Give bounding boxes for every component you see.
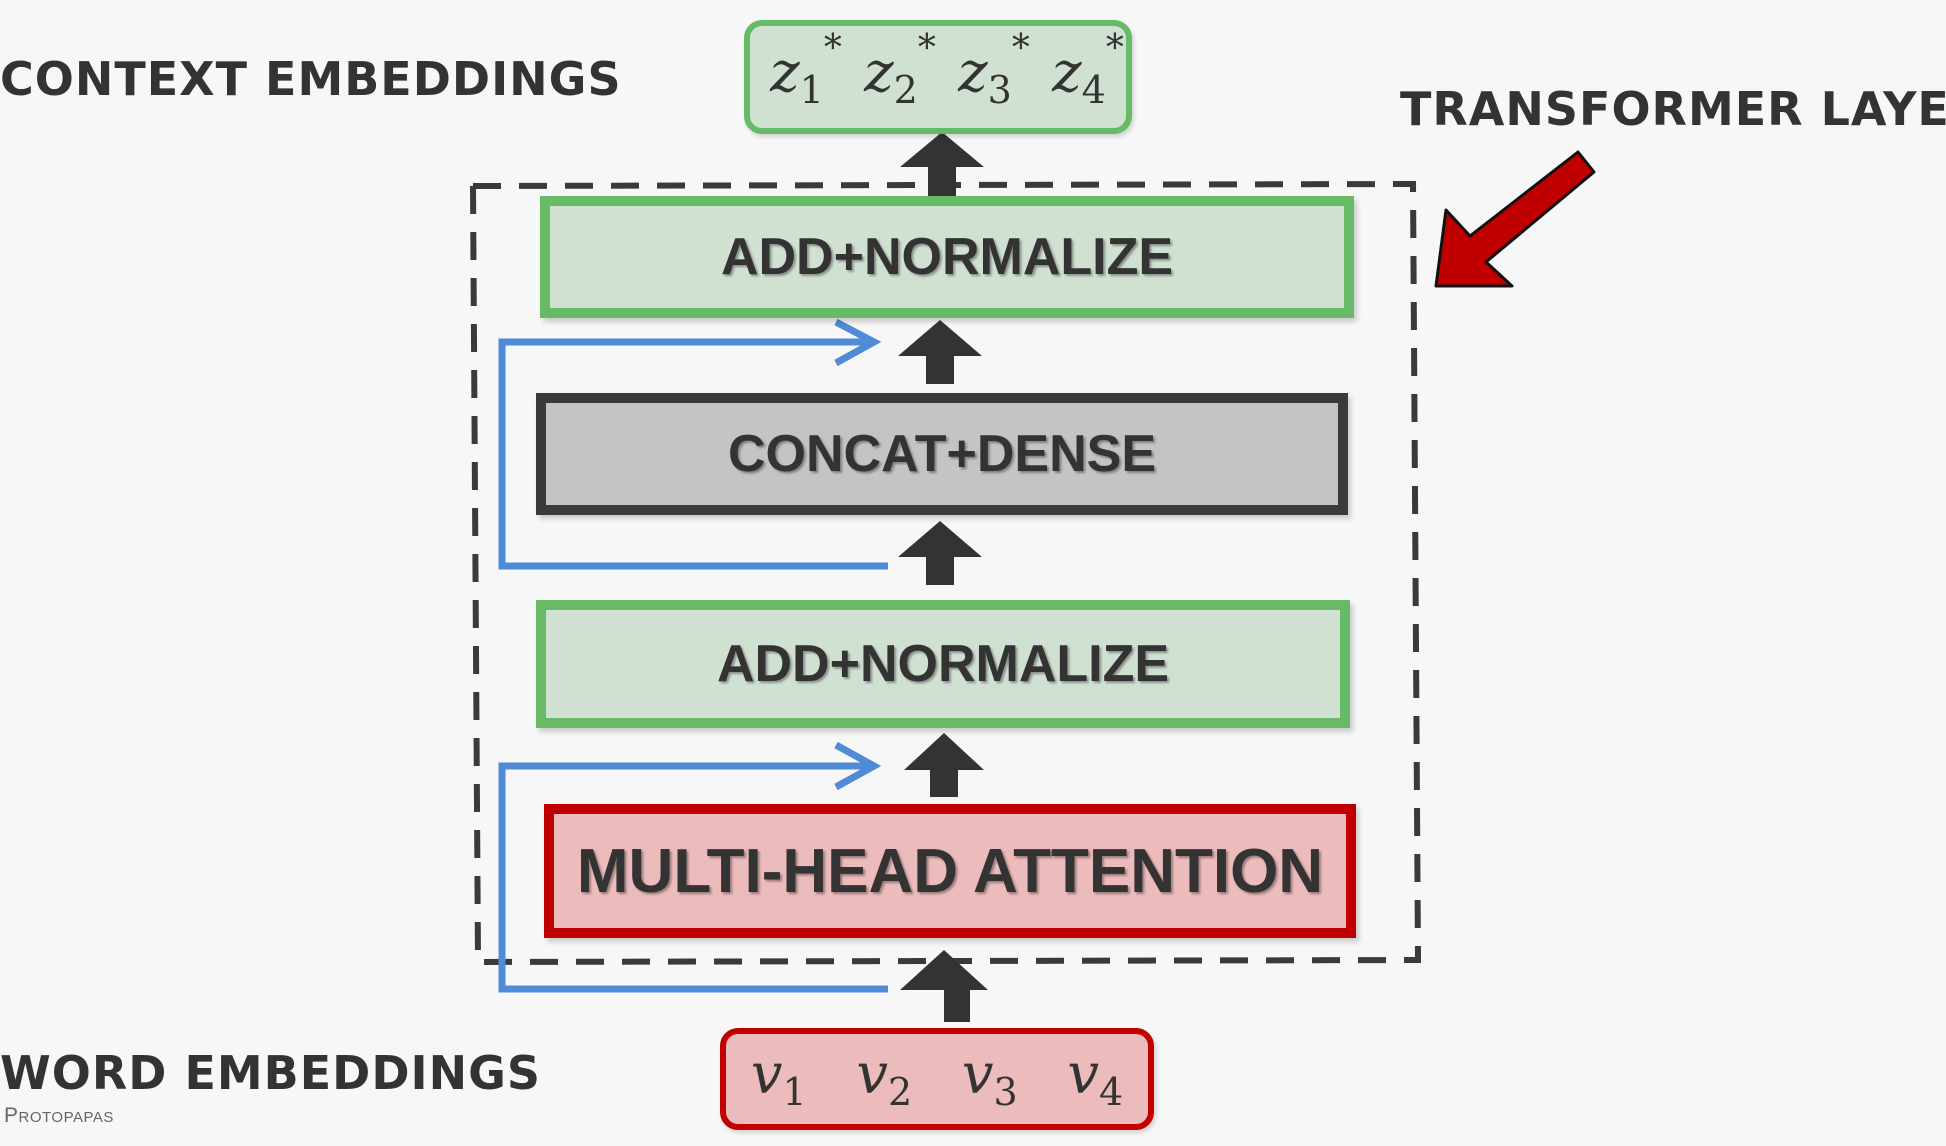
skip-connection-upper bbox=[498, 338, 888, 570]
skip-arrowhead-lower bbox=[834, 741, 882, 791]
word-embeddings-label: WORD EMBEDDINGS bbox=[0, 1046, 542, 1100]
add-normalize-top-block: ADD+NORMALIZE bbox=[540, 196, 1354, 318]
transformer-pointer-arrow bbox=[1434, 150, 1596, 288]
word-embeddings-box: v1 v2 v3 v4 bbox=[720, 1028, 1154, 1130]
author-footer: Protopapas bbox=[4, 1104, 114, 1127]
input-token: v1 bbox=[750, 1042, 807, 1114]
arrow-attention-to-norm bbox=[904, 733, 984, 797]
output-token: z2* bbox=[864, 28, 936, 112]
arrow-dense-to-norm bbox=[898, 320, 982, 384]
multi-head-attention-block: MULTI-HEAD ATTENTION bbox=[544, 804, 1356, 938]
input-token: v4 bbox=[1067, 1042, 1124, 1114]
flow-arrows bbox=[898, 132, 988, 1022]
output-token: z3* bbox=[958, 28, 1030, 112]
transformer-layer-boundary bbox=[469, 180, 1422, 966]
transformer-layer-label: TRANSFORMER LAYER bbox=[1400, 82, 1946, 136]
concat-dense-block: CONCAT+DENSE bbox=[536, 393, 1348, 515]
arrow-norm-to-output bbox=[900, 132, 984, 196]
output-token: z1* bbox=[770, 28, 842, 112]
output-token: z4* bbox=[1052, 28, 1124, 112]
skip-connection-lower bbox=[498, 762, 888, 993]
context-embeddings-box: z1* z2* z3* z4* bbox=[744, 20, 1132, 134]
skip-arrowhead-upper bbox=[834, 318, 882, 367]
add-normalize-bottom-block: ADD+NORMALIZE bbox=[536, 600, 1350, 728]
input-token: v3 bbox=[961, 1042, 1018, 1114]
input-token: v2 bbox=[856, 1042, 913, 1114]
arrow-norm-to-dense bbox=[898, 521, 982, 585]
arrow-input-to-attention bbox=[900, 950, 988, 1022]
context-embeddings-label: CONTEXT EMBEDDINGS bbox=[0, 52, 622, 106]
